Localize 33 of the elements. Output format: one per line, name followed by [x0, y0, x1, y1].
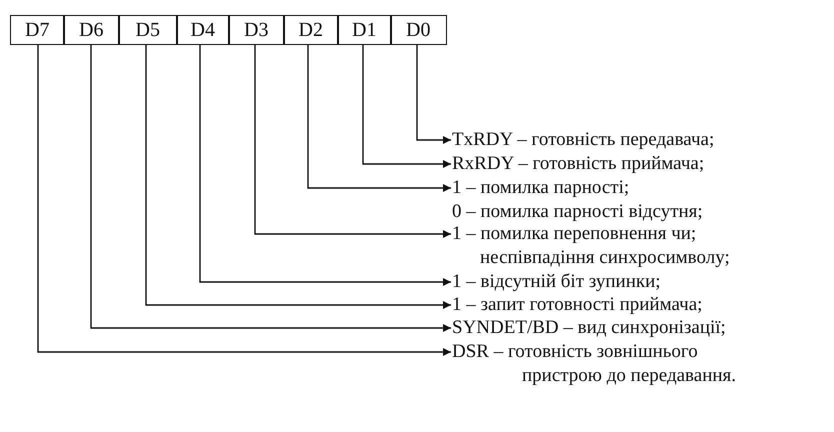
- bit-name: D0: [406, 18, 430, 42]
- bit-description: 1 – помилка парності;: [452, 176, 630, 200]
- arrow: [362, 45, 451, 168]
- bit-name: D6: [79, 18, 104, 42]
- arrow: [199, 45, 451, 286]
- bit-description: 0 – помилка парності відсутня;: [452, 200, 704, 224]
- arrow: [90, 45, 451, 332]
- bit-description: 1 – відсутній біт зупинки;: [452, 270, 662, 294]
- bit-name: D3: [244, 18, 268, 42]
- arrow: [307, 45, 451, 192]
- arrow: [254, 45, 451, 238]
- bit-name: D7: [25, 18, 50, 42]
- bit-description: RxRDY – готовність приймача;: [452, 152, 706, 176]
- bit-description: 1 – запит готовності приймача;: [452, 293, 704, 317]
- register-bit-cell: [337, 15, 392, 45]
- register-bit-cell: [118, 15, 178, 45]
- arrow: [37, 45, 451, 356]
- bit-name: D2: [298, 18, 323, 42]
- bit-description: DSR – готовність зовнішнього пристрою до передавання.: [452, 340, 738, 388]
- arrow: [145, 45, 451, 309]
- register-bit-cell: [63, 15, 120, 45]
- bit-name: D5: [136, 18, 160, 42]
- register-bit-cell: [10, 15, 64, 45]
- arrow: [416, 45, 451, 144]
- register-bit-cell: [176, 15, 230, 45]
- register-bit-cell: [283, 15, 338, 45]
- bit-description: TxRDY – готовність передавача;: [452, 128, 716, 152]
- bit-description: SYNDET/BD – вид синхронізації;: [452, 316, 727, 340]
- bit-name: D1: [352, 18, 376, 42]
- bit-description: 1 – помилка переповнення чи; неспівпадіння синхросимволу;: [452, 222, 731, 270]
- register-bit-cell: [390, 15, 446, 45]
- bit-name: D4: [190, 18, 215, 42]
- register-bit-cell: [228, 15, 284, 45]
